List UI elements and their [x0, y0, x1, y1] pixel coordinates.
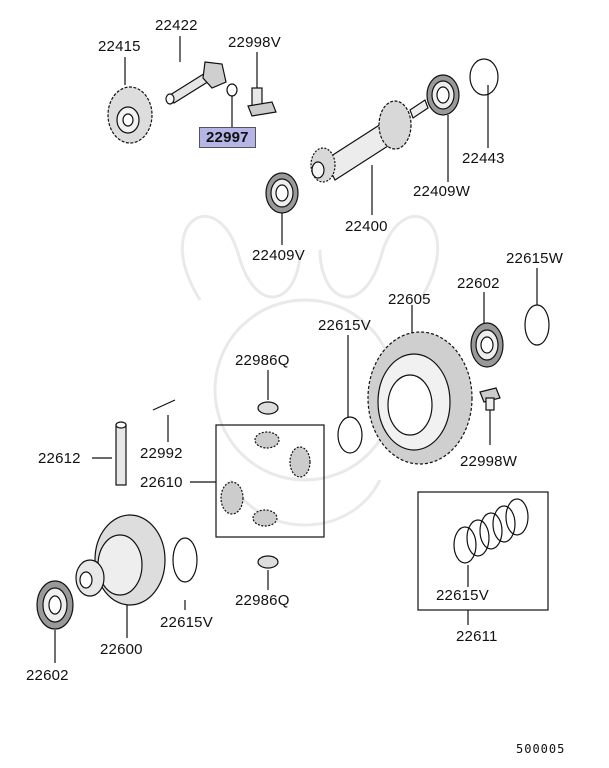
washer-22986q-bot: [257, 555, 279, 569]
diff-gear-set-22610: [215, 424, 325, 538]
bolt-22998v: [247, 87, 277, 117]
snap-ring-22443: [469, 58, 499, 96]
bearing-22409w: [426, 74, 460, 116]
label-22998w[interactable]: 22998W: [460, 453, 518, 470]
label-22615w[interactable]: 22615W: [506, 250, 564, 267]
label-22605[interactable]: 22605: [388, 291, 431, 308]
diagram-code: 500005: [516, 742, 566, 756]
leader-lines: [54, 36, 538, 663]
shaft-22422: [165, 61, 227, 105]
label-22997-highlighted[interactable]: 22997: [199, 127, 256, 148]
pinion-gear-22415: [107, 86, 153, 144]
label-22415[interactable]: 22415: [98, 38, 141, 55]
pinion-shaft-22612: [115, 421, 127, 486]
shim-22615v-mid: [337, 416, 363, 454]
bearing-22602-bot: [36, 580, 74, 630]
washer-22986q-top: [257, 401, 279, 415]
label-22615v-right[interactable]: 22615V: [436, 587, 489, 604]
shim-22615w: [524, 304, 550, 346]
label-22409v[interactable]: 22409V: [252, 247, 305, 264]
label-22986q-bot[interactable]: 22986Q: [235, 592, 290, 609]
bearing-22409v: [265, 172, 299, 214]
bolt-22998w: [479, 387, 501, 411]
label-22611[interactable]: 22611: [456, 628, 498, 645]
drive-shaft-22400: [310, 99, 429, 183]
label-22610[interactable]: 22610: [140, 474, 183, 491]
pin-22992: [152, 399, 176, 411]
bearing-22602-top: [470, 322, 504, 368]
label-22615v-mid[interactable]: 22615V: [318, 317, 371, 334]
label-22612[interactable]: 22612: [38, 450, 81, 467]
shim-set-22611: [417, 491, 549, 611]
washer-22997: [226, 83, 238, 97]
label-22602-bot[interactable]: 22602: [26, 667, 69, 684]
label-22400[interactable]: 22400: [345, 218, 388, 235]
ring-gear-22605: [367, 331, 473, 465]
label-22992[interactable]: 22992: [140, 445, 183, 462]
label-22998v[interactable]: 22998V: [228, 34, 281, 51]
label-22615v-low[interactable]: 22615V: [160, 614, 213, 631]
label-22600[interactable]: 22600: [100, 641, 143, 658]
label-22422[interactable]: 22422: [155, 17, 198, 34]
label-22443[interactable]: 22443: [462, 150, 505, 167]
label-22986q-top[interactable]: 22986Q: [235, 352, 290, 369]
diff-case-22600: [75, 514, 166, 606]
label-22409w[interactable]: 22409W: [413, 183, 471, 200]
shim-22615v-low: [172, 537, 198, 583]
label-22602-top[interactable]: 22602: [457, 275, 500, 292]
